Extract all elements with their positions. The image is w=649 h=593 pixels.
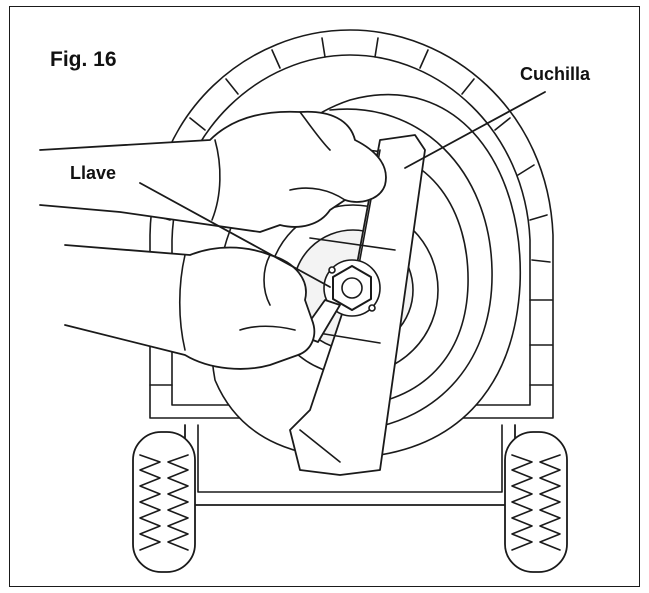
wrench-leader-line bbox=[139, 182, 331, 288]
blade-bolt bbox=[323, 259, 381, 317]
figure-number: Fig. 16 bbox=[50, 48, 117, 71]
figure-frame bbox=[9, 6, 640, 587]
wrench-callout-label: Llave bbox=[70, 163, 117, 183]
lower-hand bbox=[64, 244, 316, 370]
discharge-swirl bbox=[329, 108, 493, 431]
blade-leader-line bbox=[404, 91, 546, 169]
right-wheel bbox=[504, 431, 568, 573]
left-wheel bbox=[132, 431, 196, 573]
upper-hand bbox=[39, 110, 387, 233]
blade-callout-label: Cuchilla bbox=[520, 64, 591, 84]
